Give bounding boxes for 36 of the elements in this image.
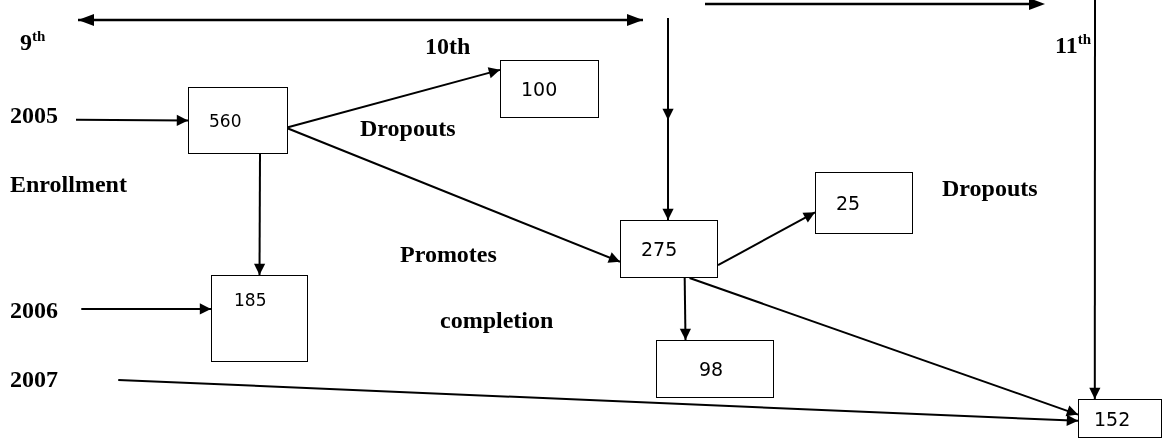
grade-label: Dropouts: [942, 176, 1038, 200]
arrow: [80, 303, 212, 315]
year-label: 2005: [10, 103, 58, 127]
count-box: [815, 172, 913, 234]
grade-label: 10th: [425, 34, 471, 58]
year-label: 2007: [10, 367, 58, 391]
count-box: [656, 340, 774, 398]
count-value: 100: [521, 78, 558, 100]
grade-label: 9$^{th}$: [20, 30, 46, 54]
grade-label: 11$^{th}$: [1055, 33, 1092, 57]
arrow: [717, 211, 816, 267]
count-box: [188, 87, 288, 154]
count-value: 560: [209, 110, 242, 131]
count-box: [1078, 399, 1162, 438]
arrow: [253, 153, 266, 276]
arrow: [679, 277, 691, 341]
arrow: [688, 277, 1079, 417]
grade-label: completion: [440, 308, 554, 332]
grade-label: Enrollment: [10, 172, 127, 196]
arrow: [287, 127, 621, 263]
count-box: [500, 60, 599, 118]
arrow: [117, 378, 1079, 426]
count-box: [620, 220, 718, 278]
grade-label: Promotes: [400, 242, 497, 266]
count-value: 152: [1094, 407, 1131, 430]
arrow: [75, 114, 189, 126]
count-value: 98: [699, 358, 724, 380]
count-value: 275: [641, 238, 678, 260]
count-box: [211, 275, 308, 362]
year-label: 2006: [10, 298, 58, 322]
grade-label: Dropouts: [360, 116, 456, 140]
arrow: [1089, 0, 1101, 400]
arrow: [662, 17, 674, 221]
arrow: [287, 67, 501, 129]
count-value: 25: [836, 192, 861, 214]
count-value: 185: [234, 290, 267, 310]
